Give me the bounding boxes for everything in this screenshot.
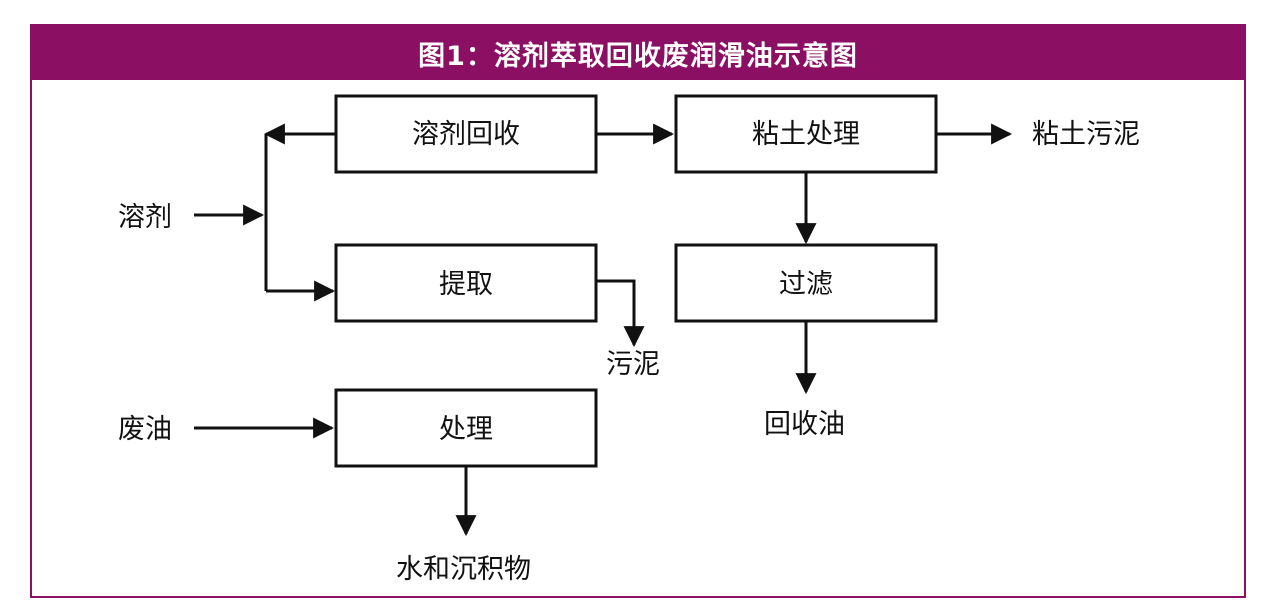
label-recovered-oil: 回收油: [764, 409, 845, 440]
node-filtration-label: 过滤: [779, 269, 833, 300]
node-treatment: 处理: [334, 388, 598, 468]
node-treatment-label: 处理: [439, 414, 493, 445]
label-water-sediment: 水和沉积物: [396, 554, 531, 585]
label-sludge: 污泥: [606, 349, 660, 380]
node-solvent-recovery: 溶剂回收: [334, 94, 598, 174]
label-solvent: 溶剂: [118, 202, 172, 233]
node-extraction: 提取: [334, 243, 598, 323]
label-waste-oil: 废油: [118, 414, 172, 445]
node-extraction-label: 提取: [439, 269, 493, 300]
arrow-extraction-to-sludge: [596, 279, 645, 348]
node-filtration: 过滤: [674, 243, 938, 323]
figure-title: 图1：溶剂萃取回收废润滑油示意图: [32, 26, 1244, 80]
node-solvent-recovery-label: 溶剂回收: [412, 119, 520, 150]
node-clay-treatment: 粘土处理: [674, 94, 938, 174]
label-clay-sludge: 粘土污泥: [1032, 119, 1140, 150]
figure-frame: 图1：溶剂萃取回收废润滑油示意图: [30, 24, 1246, 598]
node-clay-treatment-label: 粘土处理: [752, 119, 860, 150]
